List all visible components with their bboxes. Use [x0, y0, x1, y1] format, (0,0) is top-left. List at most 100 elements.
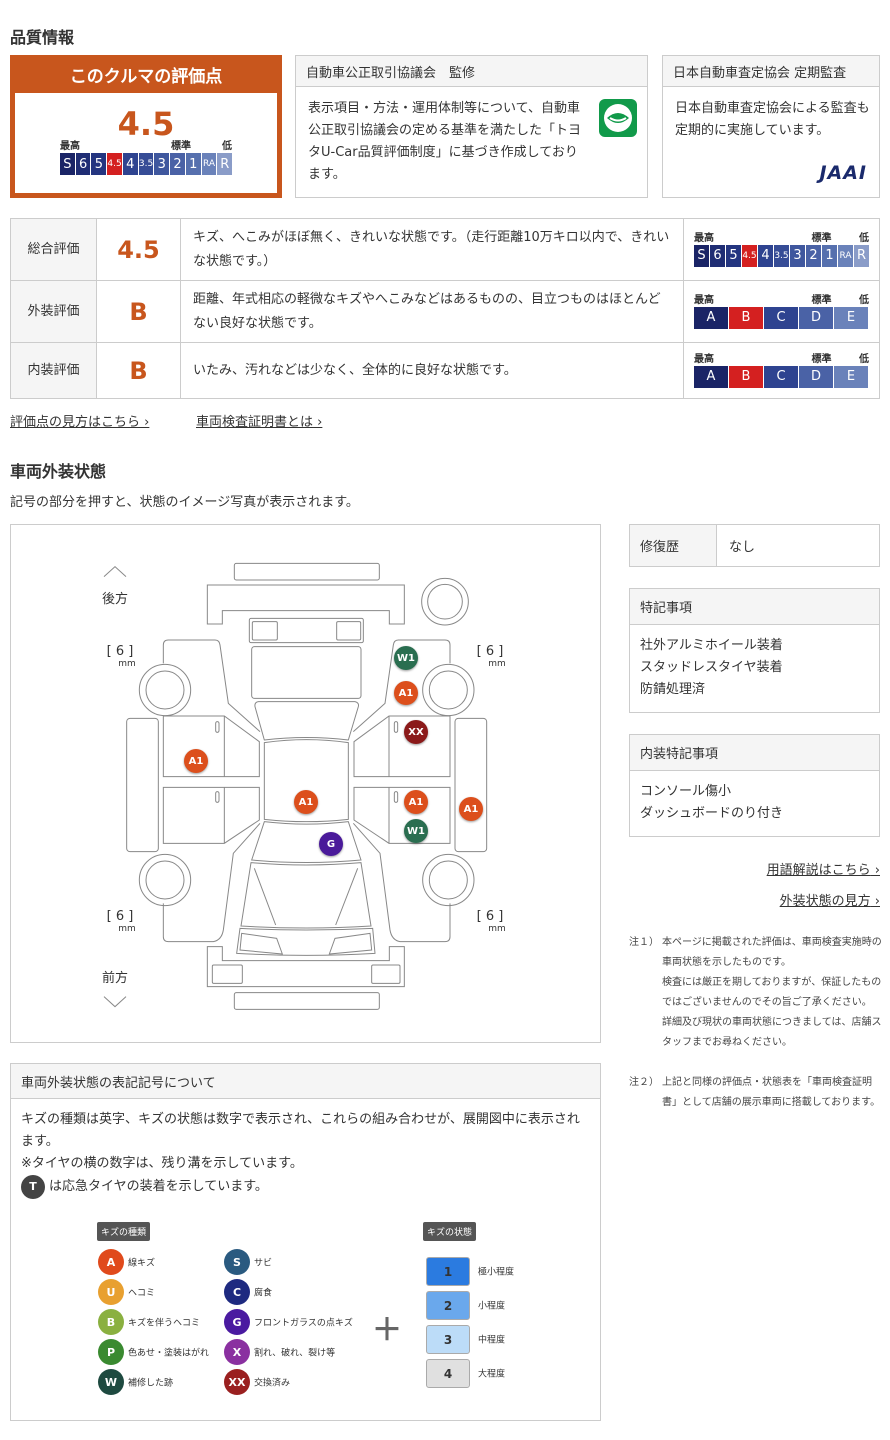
- eval-label: 内装評価: [10, 342, 97, 399]
- scale-cell: 1: [185, 153, 201, 175]
- tire-depth-front-right: [ 6 ]mm: [476, 909, 506, 934]
- repair-value: なし: [729, 540, 756, 555]
- eval-grade: B: [96, 280, 181, 343]
- cert-link[interactable]: 車両検査証明書とは ›: [196, 415, 323, 430]
- label-standard: 標準: [811, 353, 832, 365]
- tire-depth-rear-right: [ 6 ]mm: [476, 644, 506, 669]
- rear-label: 後方: [102, 592, 129, 607]
- scale-cell: 6: [710, 244, 725, 267]
- damage-marker[interactable]: A1: [184, 749, 208, 773]
- scale-cell: R: [854, 244, 869, 267]
- damage-state-label: 極小程度: [478, 1267, 515, 1278]
- eval-desc: キズ、へこみがほぼ無く、きれいな状態です。（走行距離10万キロ以内で、きれいな状…: [180, 218, 684, 281]
- repair-history: 修復歴 なし: [629, 524, 880, 567]
- damage-type-label: ヘコミ: [128, 1288, 156, 1299]
- scale-cell: 4.5: [742, 244, 757, 267]
- damage-marker[interactable]: A1: [459, 797, 483, 821]
- scale-cell: RA: [838, 244, 853, 267]
- interior-title: 内装特記事項: [630, 735, 879, 771]
- list-item: コンソール傷小: [640, 784, 732, 799]
- damage-type-icon: X: [224, 1339, 250, 1365]
- exterior-heading: 車両外装状態: [10, 462, 107, 481]
- scale-cell: D: [799, 365, 833, 388]
- rating-box-title: このクルマの評価点: [69, 66, 223, 87]
- glossary-link[interactable]: 用語解説はこちら ›: [766, 863, 880, 878]
- rating-score: 4.5: [117, 105, 175, 143]
- damage-type-icon: G: [224, 1309, 250, 1335]
- front-arrow-icon: [103, 996, 127, 1008]
- damage-marker[interactable]: XX: [404, 720, 428, 744]
- legend-p3: は応急タイヤの装着を示しています。: [49, 1179, 268, 1194]
- label-low: 低: [859, 294, 869, 306]
- scale-cell: 4.5: [107, 153, 122, 175]
- damage-type-icon: W: [98, 1369, 124, 1395]
- eval-grade: 4.5: [96, 218, 181, 281]
- scale-cell: B: [729, 306, 763, 329]
- damage-state-label: 中程度: [478, 1335, 506, 1346]
- scale-cell: 6: [75, 153, 91, 175]
- scale-cell: B: [729, 365, 763, 388]
- scale-cell: 4: [758, 244, 773, 267]
- label-best: 最高: [694, 353, 714, 365]
- damage-type-label: 交換済み: [254, 1378, 291, 1389]
- legend-box: 車両外装状態の表記記号について キズの種類は英字、キズの状態は数字で表示され、こ…: [10, 1063, 601, 1421]
- damage-marker[interactable]: A1: [394, 681, 418, 705]
- interior-notes: 内装特記事項 コンソール傷小 ダッシュボードのり付き: [629, 734, 880, 837]
- damage-type-label: 割れ、破れ、裂け等: [254, 1348, 336, 1359]
- aftc-text: 表示項目・方法・運用体制等について、自動車公正取引協議会の定める基準を満たした「…: [308, 101, 582, 182]
- damage-marker[interactable]: A1: [294, 790, 318, 814]
- damage-state-icon: 4: [426, 1359, 470, 1388]
- scale-cell: 3: [790, 244, 805, 267]
- eval-desc: いたみ、汚れなどは少なく、全体的に良好な状態です。: [180, 342, 684, 399]
- jaai-logo: JAAI: [819, 162, 867, 184]
- aftc-title: 自動車公正取引協議会 監修: [296, 56, 647, 87]
- damage-state-icon: 3: [426, 1325, 470, 1354]
- scale-cell: R: [217, 153, 233, 175]
- label-low: 低: [222, 141, 232, 152]
- scale-cell: RA: [201, 153, 217, 175]
- damage-type-label: フロントガラスの点キズ: [254, 1318, 353, 1329]
- damage-type-icon: A: [98, 1249, 124, 1275]
- jaai-box: 日本自動車査定協会 定期監査 日本自動車査定協会による監査も定期的に実施していま…: [662, 55, 880, 198]
- howto-link[interactable]: 評価点の見方はこちら ›: [10, 415, 150, 430]
- label-low: 低: [859, 353, 869, 365]
- damage-type-label: 腐食: [254, 1288, 273, 1299]
- rear-arrow-icon: [103, 565, 127, 578]
- label-standard: 標準: [811, 294, 832, 306]
- damage-state-label: 小程度: [478, 1301, 506, 1312]
- aftc-logo-icon: [599, 99, 637, 137]
- note-1: 注１）本ページに掲載された評価は、車両検査実施時の車両状態を示したものです。検査…: [629, 937, 882, 1048]
- legend-p1: キズの種類は英字、キズの状態は数字で表示され、これらの組み合わせが、展開図中に表…: [21, 1112, 580, 1149]
- tire-depth-rear-left: [ 6 ]mm: [106, 644, 136, 669]
- scale-cell: S: [60, 153, 75, 175]
- damage-type-icon: U: [98, 1279, 124, 1305]
- damage-type-icon: S: [224, 1249, 250, 1275]
- exterior-howto-link[interactable]: 外装状態の見方 ›: [779, 894, 880, 909]
- scale-cell: 3.5: [138, 153, 154, 175]
- tire-depth-front-left: [ 6 ]mm: [106, 909, 136, 934]
- damage-type-label: 補修した跡: [128, 1378, 174, 1389]
- label-best: 最高: [694, 294, 714, 306]
- damage-marker[interactable]: G: [319, 832, 343, 856]
- scale-cell: D: [799, 306, 833, 329]
- scale-cell: S: [694, 244, 709, 267]
- damage-marker[interactable]: W1: [404, 819, 428, 843]
- exterior-subtitle: 記号の部分を押すと、状態のイメージ写真が表示されます。: [10, 495, 359, 510]
- damage-type-icon: P: [98, 1339, 124, 1365]
- special-title: 特記事項: [630, 589, 879, 625]
- scale-cell: A: [694, 306, 728, 329]
- damage-marker[interactable]: A1: [404, 790, 428, 814]
- scale-cell: 3.5: [774, 244, 789, 267]
- damage-state-icon: 2: [426, 1291, 470, 1320]
- repair-label: 修復歴: [630, 525, 717, 566]
- jaai-text: 日本自動車査定協会による監査も定期的に実施しています。: [675, 101, 870, 138]
- damage-type-label: キズを伴うヘコミ: [128, 1318, 201, 1329]
- label-low: 低: [859, 232, 869, 244]
- scale-cell: 1: [822, 244, 837, 267]
- damage-marker[interactable]: W1: [394, 646, 418, 670]
- spare-tire-icon: T: [21, 1175, 45, 1199]
- jaai-title: 日本自動車査定協会 定期監査: [663, 56, 879, 87]
